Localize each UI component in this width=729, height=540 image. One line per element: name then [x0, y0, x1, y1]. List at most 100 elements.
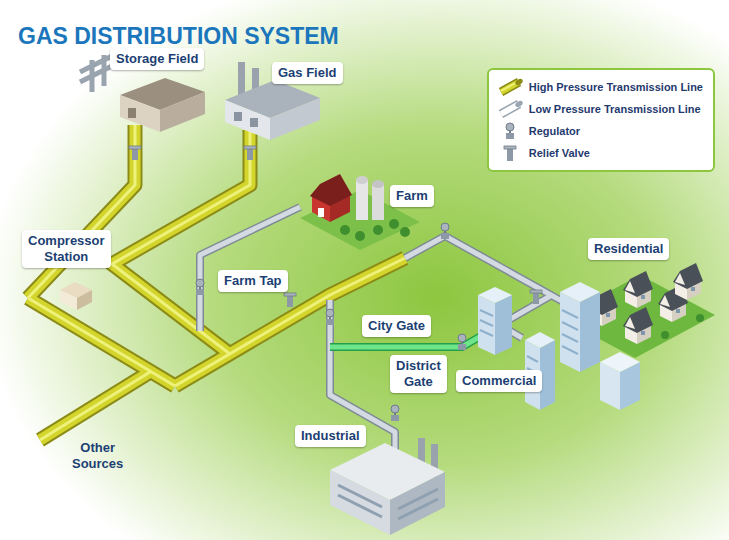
residential-illustration: [661, 331, 669, 339]
farm-illustration: [356, 180, 368, 220]
regulator-symbol: [458, 334, 466, 350]
relief-valve-symbol: [129, 146, 542, 307]
gas-field-building: [238, 62, 245, 97]
label-text: Farm Tap: [224, 273, 282, 289]
legend-sample: [497, 122, 523, 140]
gas-field-building: [225, 100, 270, 140]
place-label: Storage Field: [110, 48, 204, 70]
place-label: District Gate: [390, 355, 447, 393]
commercial-illustration: [525, 332, 555, 348]
high-pressure-pipe: [40, 372, 150, 440]
farm-illustration: [372, 180, 384, 188]
high-pressure-pipe: [28, 125, 405, 440]
industrial-illustration: [330, 470, 390, 535]
high-pressure-pipe: [28, 298, 175, 386]
commercial-illustration: [478, 287, 512, 303]
farm-illustration: [356, 176, 368, 184]
commercial-illustration: [560, 282, 600, 302]
legend-sample: [497, 144, 523, 162]
compressor-station-building: [60, 290, 77, 310]
label-text: City Gate: [368, 318, 425, 334]
legend-sample: [506, 123, 514, 139]
compressor-station-building: [77, 290, 92, 310]
storage-field-building: [80, 55, 112, 92]
label-text: Commercial: [462, 373, 536, 389]
gas-field-building: [234, 112, 242, 121]
legend-text: Relief Valve: [529, 147, 590, 159]
regulator-symbol: [441, 223, 449, 239]
place-label: Farm: [390, 185, 434, 207]
high-pressure-pipe: [28, 298, 175, 386]
legend-row: High Pressure Transmission Line: [497, 76, 703, 98]
residential-illustration: [696, 314, 704, 322]
farm-illustration: [372, 184, 384, 220]
relief-valve-symbol: [244, 146, 256, 160]
label-text: Residential: [594, 241, 663, 257]
storage-field-building: [120, 95, 160, 132]
compressor-station-building: [60, 282, 92, 310]
relief-valve-symbol: [129, 146, 141, 160]
place-label: Compressor Station: [22, 230, 111, 268]
legend-row: Low Pressure Transmission Line: [497, 98, 703, 120]
label-text: Storage Field: [116, 51, 198, 67]
place-label: Farm Tap: [218, 270, 288, 292]
legend-text: Low Pressure Transmission Line: [529, 103, 701, 115]
high-pressure-pipe: [28, 125, 405, 440]
legend-text: High Pressure Transmission Line: [529, 81, 703, 93]
place-label: Industrial: [295, 425, 366, 447]
legend-sample: [506, 123, 514, 131]
label-text: Industrial: [301, 428, 360, 444]
farm-illustration: [400, 227, 410, 237]
commercial-illustration: [540, 340, 555, 410]
legend-text: Regulator: [529, 125, 580, 137]
legend-row: Regulator: [497, 120, 703, 142]
high-pressure-pipe: [28, 125, 405, 440]
low-pressure-pipe: [326, 300, 334, 347]
commercial-illustration: [580, 292, 600, 372]
farm-illustration: [340, 225, 350, 235]
legend-sample: [501, 78, 523, 92]
place-label: Commercial: [456, 370, 542, 392]
farm-illustration: [318, 208, 324, 217]
commercial-illustration: [560, 292, 580, 372]
storage-field-building: [160, 92, 205, 132]
industrial-illustration: [390, 472, 445, 535]
regulator-symbol: [326, 309, 334, 325]
gas-field-building: [250, 118, 258, 127]
residential-illustration: [673, 263, 703, 300]
farm-illustration: [389, 219, 399, 229]
legend-sample: [507, 149, 513, 161]
low-pressure-pipe: [200, 207, 300, 331]
legend-sample: [497, 78, 523, 96]
residential-illustration: [623, 271, 653, 308]
gas-field-building: [270, 98, 320, 140]
high-pressure-pipe: [40, 372, 150, 440]
legend-sample: [504, 146, 516, 149]
commercial-illustration: [600, 352, 640, 372]
low-pressure-pipe: [200, 207, 602, 450]
farm-illustration: [310, 174, 352, 206]
relief-valve-symbol: [284, 293, 296, 307]
diagram-title: GAS DISTRIBUTION SYSTEM: [18, 22, 339, 50]
regulator-symbol: [391, 405, 399, 421]
label-text: Compressor Station: [28, 233, 105, 265]
low-pressure-pipe: [200, 207, 602, 450]
residential-illustration: [623, 307, 653, 344]
legend-sample: [497, 100, 523, 118]
legend-sample: [501, 100, 523, 114]
place-label: Residential: [588, 238, 669, 260]
place-label: Gas Field: [272, 62, 343, 84]
high-pressure-pipe: [28, 125, 135, 298]
legend-row: Relief Valve: [497, 142, 703, 164]
industrial-illustration: [330, 438, 445, 535]
label-text: Gas Field: [278, 65, 337, 81]
commercial-illustration: [495, 295, 512, 355]
farm-illustration: [355, 231, 365, 241]
industrial-illustration: [338, 485, 438, 519]
high-pressure-pipe: [28, 298, 175, 386]
regulator-symbol: [196, 223, 466, 421]
high-pressure-pipe: [28, 125, 405, 440]
storage-field-building: [128, 108, 136, 118]
